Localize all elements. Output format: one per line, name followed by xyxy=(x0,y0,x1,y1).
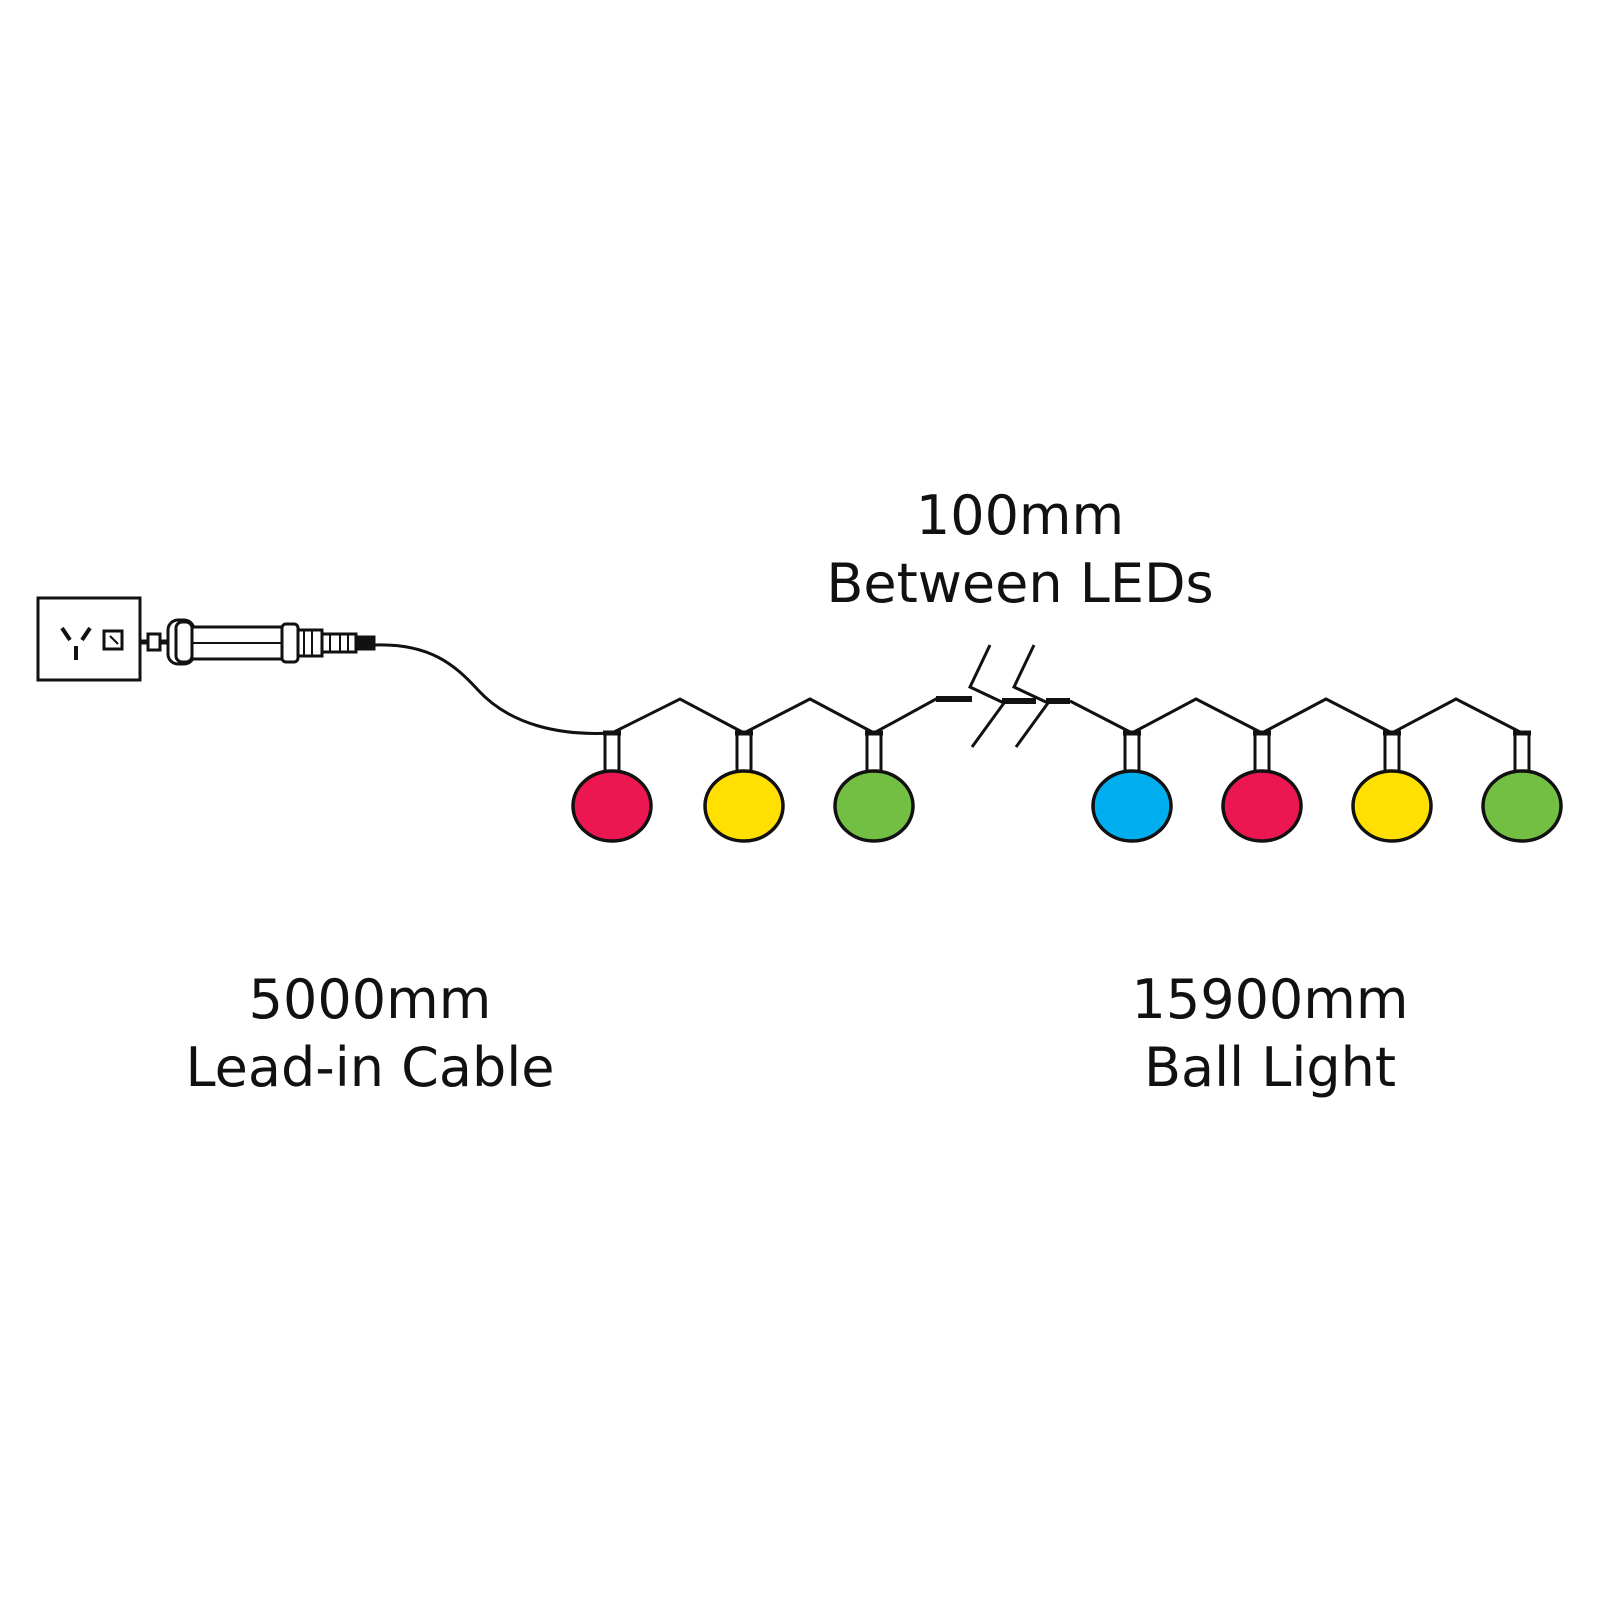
bulb-group xyxy=(571,730,1563,843)
plug-adapter-icon xyxy=(140,618,376,666)
string-wire-right xyxy=(1069,697,1523,735)
bulb-blue-3 xyxy=(1091,730,1173,843)
bulb-ball xyxy=(1091,769,1173,843)
bulb-ball xyxy=(1351,769,1433,843)
bulb-neck xyxy=(1123,731,1141,775)
lead-in-caption: Lead-in Cable xyxy=(185,1036,555,1099)
bulb-yellow-5 xyxy=(1351,730,1433,843)
lead-in-value: 5000mm xyxy=(248,968,492,1031)
bulb-ball xyxy=(703,769,785,843)
bulb-neck xyxy=(603,731,621,775)
bulb-neck xyxy=(735,731,753,775)
bulb-neck xyxy=(1253,731,1271,775)
bulb-neck xyxy=(1513,731,1531,775)
bulb-red-4 xyxy=(1221,730,1303,843)
ball-light-label: 15900mm Ball Light xyxy=(1060,966,1480,1102)
bulb-green-2 xyxy=(833,730,915,843)
spacing-label: 100mm Between LEDs xyxy=(810,482,1230,618)
ball-light-caption: Ball Light xyxy=(1143,1036,1397,1099)
bulb-neck xyxy=(865,731,883,775)
bulb-ball xyxy=(1221,769,1303,843)
lead-in-cable xyxy=(373,643,613,735)
bulb-green-6 xyxy=(1481,730,1563,843)
spacing-value: 100mm xyxy=(915,484,1125,547)
power-outlet-icon xyxy=(36,596,142,682)
bulb-ball xyxy=(833,769,915,843)
bulb-ball xyxy=(571,769,653,843)
bulb-yellow-1 xyxy=(703,730,785,843)
lead-in-label: 5000mm Lead-in Cable xyxy=(150,966,590,1102)
bulb-ball xyxy=(1481,769,1563,843)
bulb-neck xyxy=(1383,731,1401,775)
break-marks-icon xyxy=(967,644,1070,748)
string-wire-left xyxy=(611,697,972,735)
ball-light-value: 15900mm xyxy=(1131,968,1409,1031)
spacing-caption: Between LEDs xyxy=(826,552,1214,615)
bulb-red-0 xyxy=(571,730,653,843)
